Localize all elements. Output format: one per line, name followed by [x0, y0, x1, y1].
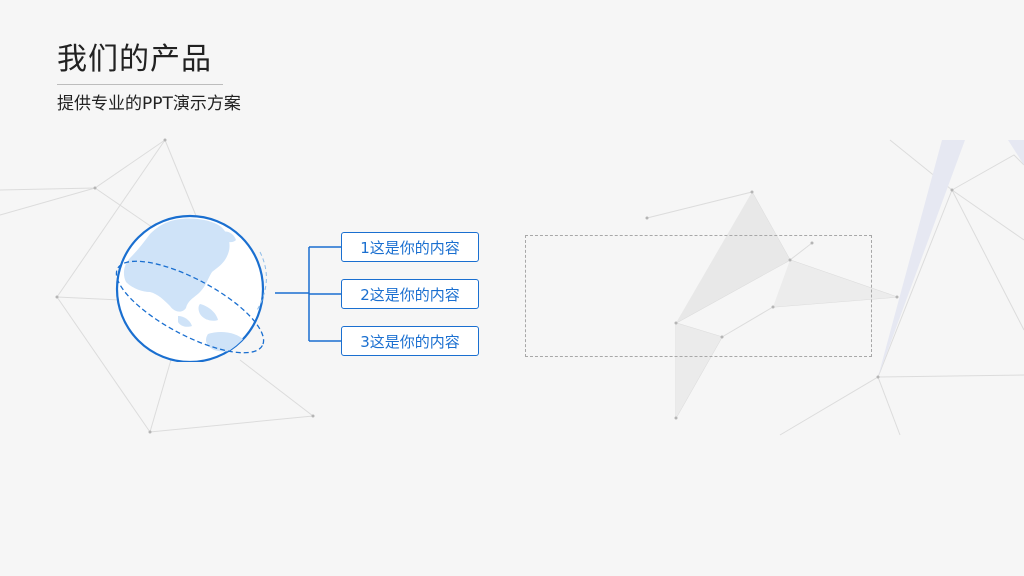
- content-item-2[interactable]: 2这是你的内容: [341, 279, 479, 309]
- content-item-label: 2这是你的内容: [360, 285, 460, 304]
- content-item-label: 1这是你的内容: [360, 238, 460, 257]
- title-divider: [57, 84, 223, 85]
- page-title: 我们的产品: [57, 42, 212, 77]
- bracket-connector: [275, 246, 341, 342]
- content-item-3[interactable]: 3这是你的内容: [341, 326, 479, 356]
- content-item-1[interactable]: 1这是你的内容: [341, 232, 479, 262]
- page-subtitle: 提供专业的PPT演示方案: [57, 94, 241, 114]
- content-placeholder-frame[interactable]: [525, 235, 872, 357]
- content-item-label: 3这是你的内容: [360, 332, 460, 351]
- globe-icon: [115, 214, 267, 362]
